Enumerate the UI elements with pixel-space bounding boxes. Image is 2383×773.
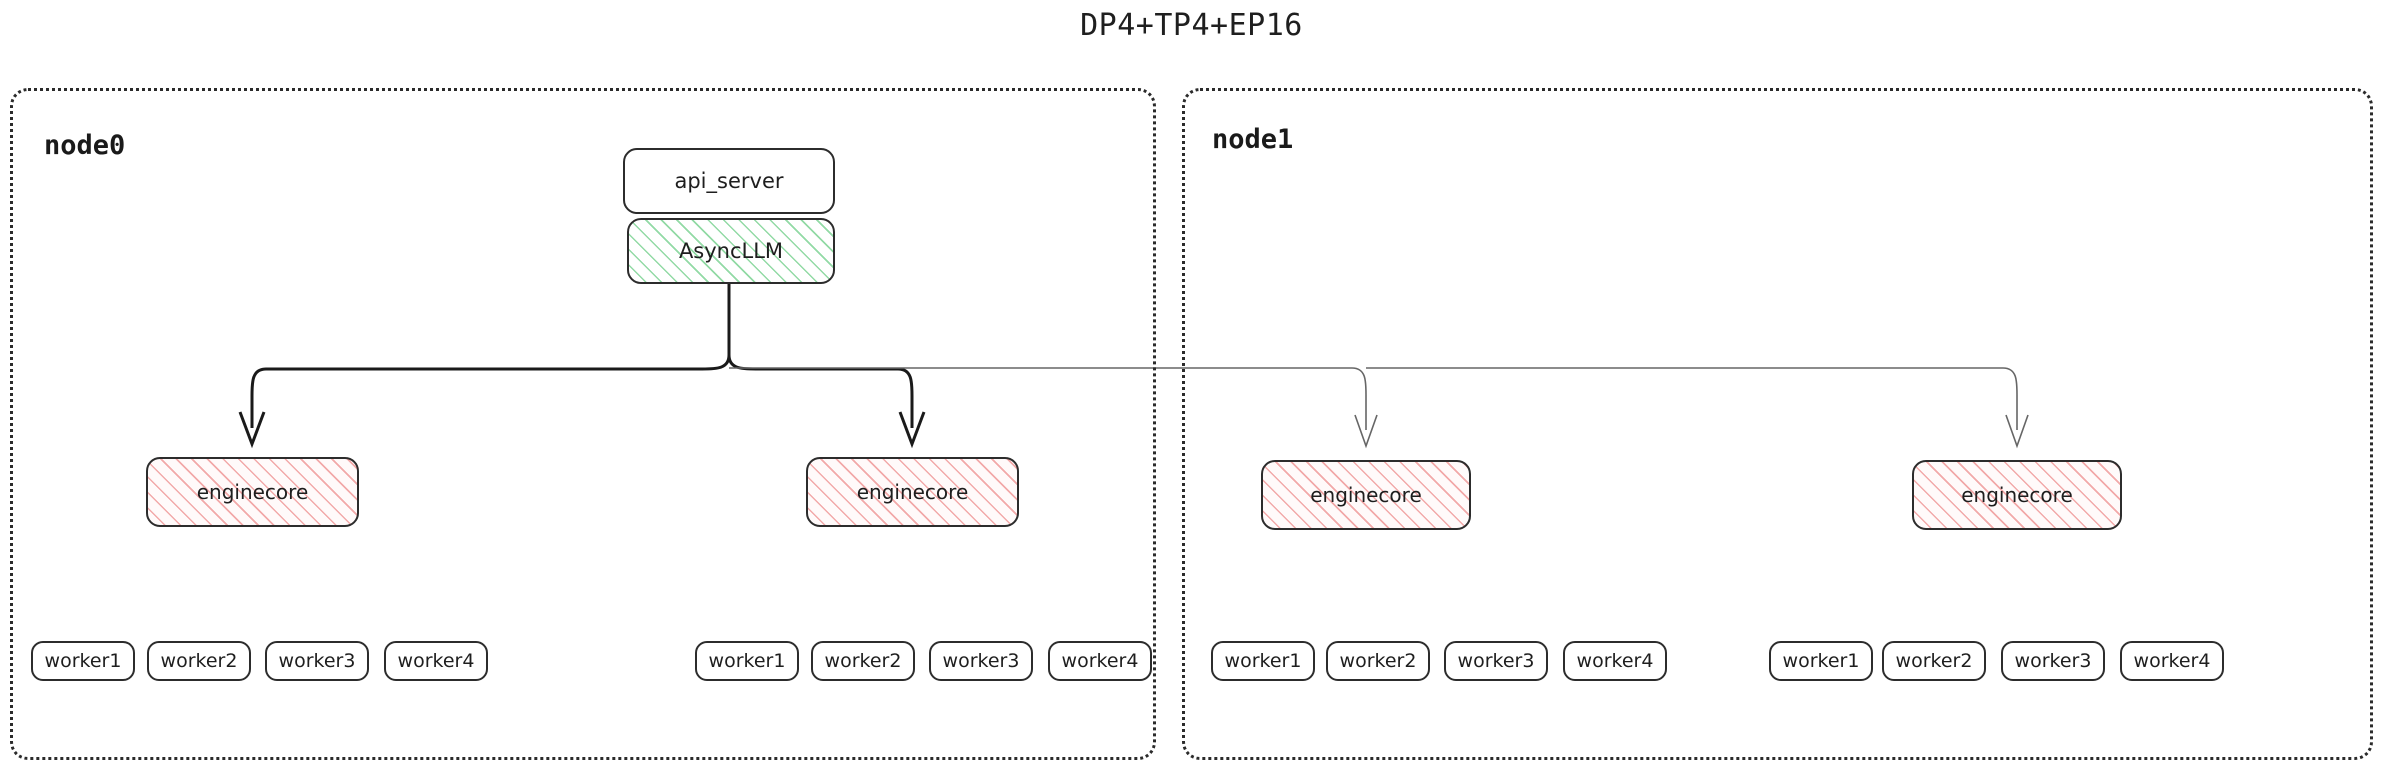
cluster-node0 [10, 88, 1156, 760]
cluster-node1 [1182, 88, 2373, 760]
box-worker-node0-e1-w3[interactable]: worker3 [929, 641, 1033, 681]
cluster-label-node0: node0 [44, 130, 126, 161]
box-worker-node1-e0-w3[interactable]: worker3 [1444, 641, 1548, 681]
box-worker-node1-e0-w2[interactable]: worker2 [1326, 641, 1430, 681]
box-worker-node0-e0-w2[interactable]: worker2 [147, 641, 251, 681]
box-worker-node0-e1-w2[interactable]: worker2 [811, 641, 915, 681]
box-worker-node1-e1-w3[interactable]: worker3 [2001, 641, 2105, 681]
box-worker-node1-e0-w4[interactable]: worker4 [1563, 641, 1667, 681]
box-enginecore-node0-0[interactable]: enginecore [146, 457, 359, 527]
box-worker-node1-e1-w2[interactable]: worker2 [1882, 641, 1986, 681]
box-worker-node0-e1-w4[interactable]: worker4 [1048, 641, 1152, 681]
box-worker-node0-e0-w4[interactable]: worker4 [384, 641, 488, 681]
box-worker-node0-e0-w1[interactable]: worker1 [31, 641, 135, 681]
box-async-llm[interactable]: AsyncLLM [627, 218, 835, 284]
box-enginecore-node1-0[interactable]: enginecore [1261, 460, 1471, 530]
box-enginecore-node1-1[interactable]: enginecore [1912, 460, 2122, 530]
box-worker-node0-e0-w3[interactable]: worker3 [265, 641, 369, 681]
box-worker-node1-e1-w4[interactable]: worker4 [2120, 641, 2224, 681]
diagram-title: DP4+TP4+EP16 [1080, 8, 1303, 43]
box-worker-node1-e0-w1[interactable]: worker1 [1211, 641, 1315, 681]
box-api-server[interactable]: api_server [623, 148, 835, 214]
box-worker-node1-e1-w1[interactable]: worker1 [1769, 641, 1873, 681]
cluster-label-node1: node1 [1212, 124, 1294, 155]
box-worker-node0-e1-w1[interactable]: worker1 [695, 641, 799, 681]
box-enginecore-node0-1[interactable]: enginecore [806, 457, 1019, 527]
